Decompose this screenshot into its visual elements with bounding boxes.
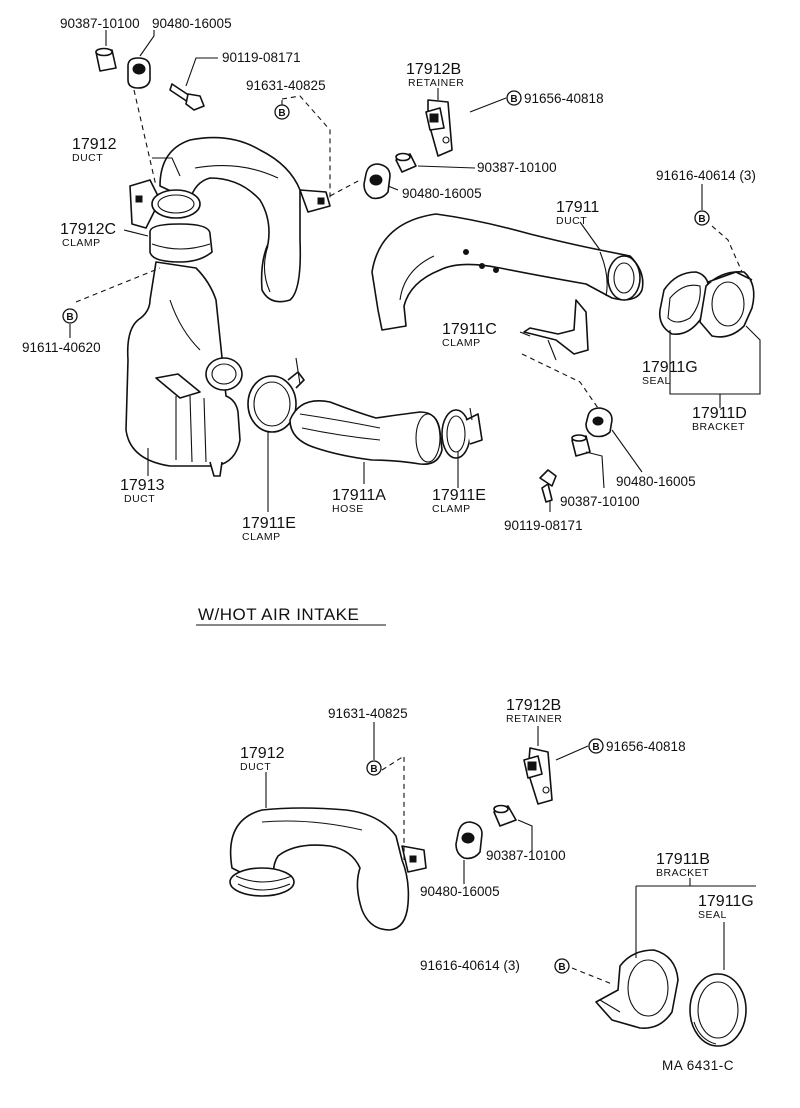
label-17911d-name: BRACKET (692, 421, 745, 433)
label-90480-16005-c: 90480-16005 (616, 474, 696, 489)
b-symbol-91631-top: B (274, 104, 290, 120)
label-91656-40818-b: 91656-40818 (606, 739, 686, 754)
hose-17911a (289, 400, 443, 466)
label-90480-16005-a: 90480-16005 (152, 16, 232, 31)
spacer-90387-lower (571, 434, 591, 457)
label-17911-number: 17911 (556, 199, 599, 216)
duct-17913-assembly (125, 179, 243, 477)
duct-17911 (371, 213, 644, 331)
clamp-17911c (523, 299, 589, 361)
label-17912-bottom-name: DUCT (240, 761, 271, 773)
svg-text:B: B (370, 764, 377, 775)
label-17911g-name: SEAL (642, 375, 671, 387)
leaders-top (69, 30, 761, 512)
label-17912c-number: 17912C (60, 221, 116, 238)
label-17911b-name: BRACKET (656, 867, 709, 879)
label-90387-10100-a: 90387-10100 (60, 16, 140, 31)
label-17911e-left-name: CLAMP (242, 531, 281, 543)
b-symbol-91616-bottom: B (554, 958, 570, 974)
diagram-code: MA 6431-C (662, 1058, 734, 1073)
label-17912-number: 17912 (72, 136, 117, 153)
bracket-17911b-bottom (595, 949, 679, 1029)
label-91631-40825-b: 91631-40825 (328, 706, 408, 721)
label-90480-16005-d: 90480-16005 (420, 884, 500, 899)
label-17912b-name: RETAINER (408, 77, 464, 89)
label-17911e-left-number: 17911E (242, 515, 296, 532)
grommet-90480-bottom (455, 821, 483, 860)
seal-17911g-bottom (689, 973, 747, 1047)
label-90387-10100-b: 90387-10100 (477, 160, 557, 175)
label-17913-number: 17913 (120, 477, 165, 494)
label-91616-40614-a: 91616-40614 (3) (656, 168, 756, 183)
label-17911g-bottom-name: SEAL (698, 909, 727, 921)
spacer-90387-middle (395, 152, 417, 173)
label-90480-16005-b: 90480-16005 (402, 186, 482, 201)
label-90119-08171-a: 90119-08171 (222, 50, 301, 65)
leaders-bottom (265, 722, 756, 985)
svg-text:B: B (558, 962, 565, 973)
label-17911e-right-number: 17911E (432, 487, 486, 504)
label-17912b-bottom-number: 17912B (506, 697, 561, 714)
label-17912b-bottom-name: RETAINER (506, 713, 562, 725)
label-91656-40818-a: 91656-40818 (524, 91, 604, 106)
spacer-90387-top-left (95, 47, 117, 72)
svg-text:B: B (510, 94, 517, 105)
clamp-17911e-left (247, 357, 305, 433)
b-symbol-91611: B (62, 308, 78, 324)
label-17911e-right-name: CLAMP (432, 503, 471, 515)
seal-bracket-assembly-top (658, 270, 755, 338)
svg-text:B: B (278, 108, 285, 119)
b-symbol-91656-bottom: B (588, 738, 604, 754)
label-91631-40825-a: 91631-40825 (246, 78, 326, 93)
label-17911c-name: CLAMP (442, 337, 481, 349)
svg-text:B: B (592, 742, 599, 753)
retainer-17912b-top (425, 99, 453, 157)
label-17911d-number: 17911D (692, 405, 747, 422)
bolt-90119-top (169, 83, 205, 111)
label-17912c-name: CLAMP (62, 237, 101, 249)
label-17912b-number: 17912B (406, 61, 461, 78)
duct-17912-bottom (229, 807, 427, 931)
bolt-90119-bottom (539, 469, 557, 503)
label-17911-name: DUCT (556, 215, 587, 227)
label-90387-10100-c: 90387-10100 (560, 494, 640, 509)
svg-text:B: B (698, 214, 705, 225)
label-17911a-number: 17911A (332, 487, 386, 504)
b-symbol-91616-top: B (694, 210, 710, 226)
label-91611-40620: 91611-40620 (22, 340, 101, 355)
svg-text:B: B (66, 312, 73, 323)
label-17911c-number: 17911C (442, 321, 497, 338)
label-17912-name: DUCT (72, 152, 103, 164)
clamp-17911e-right (441, 407, 483, 459)
grommet-90480-lower (585, 407, 613, 438)
label-17911g-number: 17911G (642, 359, 698, 376)
retainer-17912b-bottom (523, 747, 553, 805)
spacer-90387-bottom (493, 804, 517, 827)
label-90119-08171-b: 90119-08171 (504, 518, 583, 533)
label-17911a-name: HOSE (332, 503, 364, 515)
label-17912-bottom-number: 17912 (240, 745, 285, 762)
label-90387-10100-d: 90387-10100 (486, 848, 566, 863)
label-17911b-number: 17911B (656, 851, 710, 868)
b-symbol-91656-top: B (506, 90, 522, 106)
label-91616-40614-b: 91616-40614 (3) (420, 958, 520, 973)
section-title-hot-air-intake: W/HOT AIR INTAKE (198, 605, 359, 624)
grommet-90480-middle (363, 163, 391, 200)
label-17911g-bottom-number: 17911G (698, 893, 754, 910)
label-17913-name: DUCT (124, 493, 155, 505)
b-symbol-91631-bottom: B (366, 760, 382, 776)
grommet-90480-top-left (127, 57, 151, 89)
duct-17912-top (159, 136, 331, 303)
